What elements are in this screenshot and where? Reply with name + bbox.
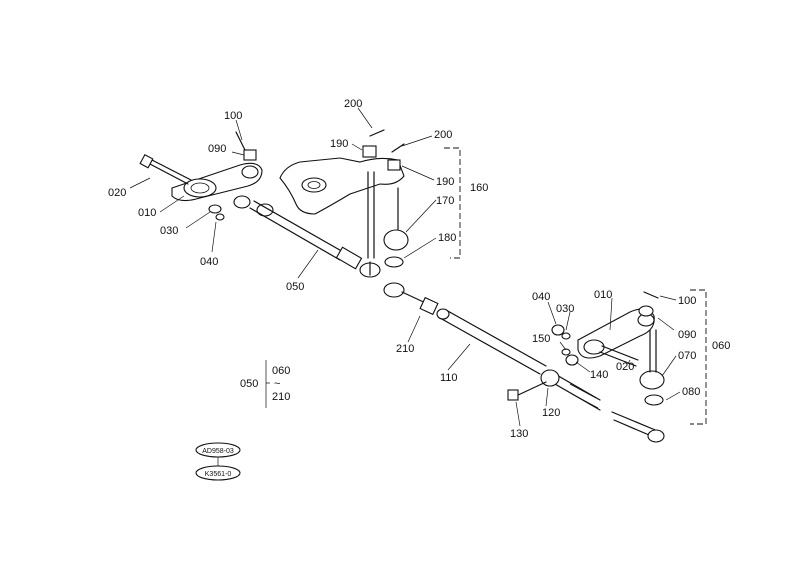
callout-190-top: 190 <box>330 138 348 150</box>
callout-020-right: 020 <box>616 361 634 373</box>
legend-label-050: 050 <box>240 378 258 390</box>
right-ball-joint-070-080 <box>611 329 665 443</box>
left-cotter-100-nut-090 <box>235 131 257 161</box>
callout-190-right: 190 <box>436 176 454 188</box>
callout-100-left: 100 <box>224 110 242 122</box>
right-nut-030-washer-040-150-140 <box>551 324 579 366</box>
callout-160: 160 <box>470 182 488 194</box>
stamp-top: AD958-03 <box>202 448 234 455</box>
legend-bottom-210: 210 <box>272 391 290 403</box>
callout-100-right: 100 <box>678 295 696 307</box>
callout-150: 150 <box>532 333 550 345</box>
ball-joint-170-180 <box>383 229 409 268</box>
callout-210: 210 <box>396 343 414 355</box>
leader-lines <box>129 107 681 427</box>
callout-140: 140 <box>590 369 608 381</box>
group-bracket-060 <box>690 289 707 425</box>
clamp-120-bolt-130 <box>507 369 560 401</box>
callout-080: 080 <box>682 386 700 398</box>
callout-010-left: 010 <box>138 207 156 219</box>
tie-rod-end-210 <box>383 282 439 316</box>
stamp-bottom-oval <box>195 465 241 481</box>
left-nut-030-washer-040 <box>208 204 225 221</box>
callout-130: 130 <box>510 428 528 440</box>
right-bolt-020 <box>599 345 639 367</box>
callout-180: 180 <box>438 232 456 244</box>
callout-050: 050 <box>286 281 304 293</box>
assembly-legend: 050 060 ~ 210 <box>240 360 290 408</box>
legend-tilde: ~ <box>274 378 280 390</box>
callout-labels: 100 090 020 010 030 040 200 190 200 190 … <box>108 98 730 440</box>
center-arm-160 <box>279 157 405 259</box>
callout-070: 070 <box>678 350 696 362</box>
callout-020-left: 020 <box>108 187 126 199</box>
callout-060: 060 <box>712 340 730 352</box>
callout-090-right: 090 <box>678 329 696 341</box>
right-knuckle-arm <box>577 308 655 359</box>
tie-rod-110 <box>436 308 601 411</box>
callout-200-top: 200 <box>344 98 362 110</box>
callout-200-right: 200 <box>434 129 452 141</box>
callout-090-left: 090 <box>208 143 226 155</box>
callout-010-right: 010 <box>594 289 612 301</box>
left-knuckle-arm <box>171 162 263 202</box>
callout-040-right: 040 <box>532 291 550 303</box>
group-bracket-160 <box>444 147 461 259</box>
right-cotter-100-nut-090 <box>638 291 659 317</box>
left-bolt-020 <box>139 153 192 185</box>
callout-120: 120 <box>542 407 560 419</box>
legend-top-060: 060 <box>272 365 290 377</box>
callout-030-left: 030 <box>160 225 178 237</box>
nuts-190-cotters-200 <box>362 129 405 171</box>
callout-170: 170 <box>436 195 454 207</box>
callout-110: 110 <box>440 372 458 384</box>
stamp-bottom: K3561-0 <box>205 471 232 478</box>
callout-040-left: 040 <box>200 256 218 268</box>
tie-rod-050 <box>233 195 381 278</box>
reference-stamps: AD958-03 K3561-0 <box>195 442 241 481</box>
callout-030-right: 030 <box>556 303 574 315</box>
